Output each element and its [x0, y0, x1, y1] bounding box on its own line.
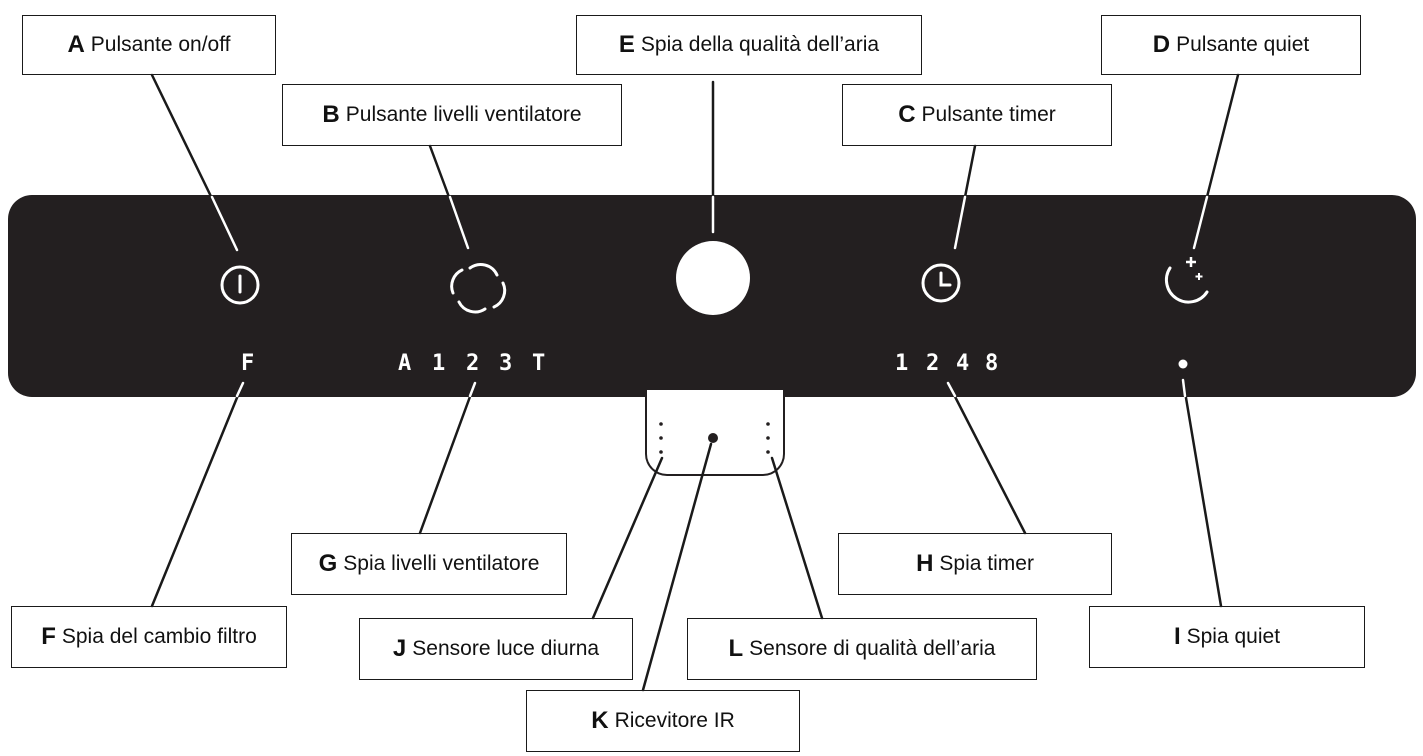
quiet-indicator-dot: [1178, 359, 1188, 369]
callout-letter: K: [591, 707, 609, 734]
filter-indicator: F: [241, 351, 255, 376]
callout-label: Spia timer: [939, 552, 1034, 575]
timer-level-8: 8: [985, 351, 999, 376]
fan-level-t: T: [532, 351, 546, 376]
callout-label: Pulsante livelli ventilatore: [345, 103, 582, 126]
callout-letter: G: [318, 550, 338, 577]
callout-c: C Pulsante timer: [842, 84, 1112, 146]
callout-k: K Ricevitore IR: [526, 690, 800, 752]
callout-b: B Pulsante livelli ventilatore: [282, 84, 622, 146]
air-quality-sensor: [766, 422, 770, 454]
fan-level-2: 2: [466, 351, 480, 376]
callout-g: G Spia livelli ventilatore: [291, 533, 567, 595]
callout-letter: D: [1152, 31, 1171, 58]
callout-l: L Sensore di qualità dell’aria: [687, 618, 1037, 680]
fan-icon[interactable]: [450, 263, 507, 314]
leader-highlights: [210, 195, 1209, 398]
callout-e: E Spia della qualità dell’aria: [576, 15, 922, 75]
callout-a: A Pulsante on/off: [22, 15, 276, 75]
callout-label: Pulsante quiet: [1176, 33, 1310, 56]
callout-label: Pulsante timer: [921, 103, 1056, 126]
callout-letter: C: [898, 101, 916, 128]
callout-letter: L: [728, 635, 744, 662]
callout-i: I Spia quiet: [1089, 606, 1365, 668]
sensor-tab: [645, 390, 785, 476]
timer-level-2: 2: [926, 351, 940, 376]
callout-f: F Spia del cambio filtro: [11, 606, 287, 668]
leader-lines: [150, 73, 1240, 692]
fan-level-3: 3: [499, 351, 513, 376]
power-icon[interactable]: [220, 265, 260, 305]
callout-label: Spia livelli ventilatore: [343, 552, 540, 575]
callout-label: Spia del cambio filtro: [61, 625, 257, 648]
fan-level-a: A: [398, 351, 412, 376]
timer-level-1: 1: [895, 351, 909, 376]
fan-level-1: 1: [432, 351, 446, 376]
callout-label: Spia della qualità dell’aria: [640, 33, 880, 56]
timer-level-4: 4: [956, 351, 970, 376]
callout-letter: J: [392, 635, 407, 662]
callout-label: Sensore luce diurna: [412, 637, 600, 660]
callout-letter: B: [322, 101, 340, 128]
callout-label: Pulsante on/off: [90, 33, 231, 56]
clock-icon[interactable]: [921, 263, 961, 303]
daylight-sensor: [659, 422, 663, 454]
callout-label: Spia quiet: [1186, 625, 1281, 648]
air-quality-light: [676, 241, 750, 315]
callout-letter: I: [1173, 623, 1181, 650]
callout-j: J Sensore luce diurna: [359, 618, 633, 680]
callout-d: D Pulsante quiet: [1101, 15, 1361, 75]
callout-letter: E: [618, 31, 635, 58]
callout-letter: F: [41, 623, 56, 650]
ir-receiver: [708, 433, 718, 443]
callout-letter: A: [67, 31, 85, 58]
moon-icon[interactable]: [1164, 257, 1209, 304]
callout-letter: H: [916, 550, 934, 577]
callout-label: Ricevitore IR: [614, 709, 735, 732]
callout-h: H Spia timer: [838, 533, 1112, 595]
callout-label: Sensore di qualità dell’aria: [749, 637, 996, 660]
